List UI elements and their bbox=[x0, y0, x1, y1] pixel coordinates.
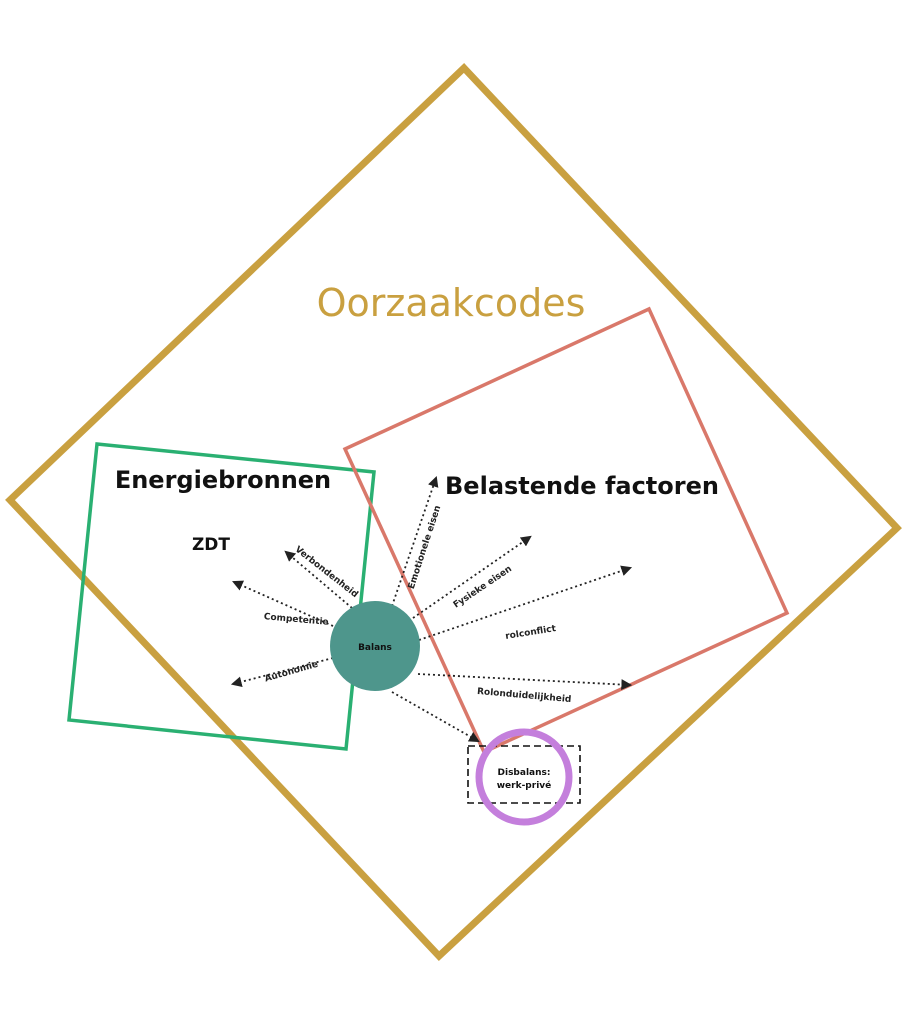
label-fysieke-eisen: Fysieke eisen bbox=[452, 564, 514, 610]
arrow-rolconflict bbox=[418, 565, 633, 641]
label-autonomie: Autonomie bbox=[264, 660, 320, 685]
balance-label: Balans bbox=[358, 643, 392, 653]
stress-square bbox=[342, 306, 790, 755]
energy-heading: Energiebronnen bbox=[115, 466, 331, 494]
label-verbondenheid: Verbondenheid bbox=[293, 545, 360, 600]
arrow-competentie bbox=[232, 580, 334, 627]
imbalance-ring bbox=[475, 728, 573, 826]
label-rolonduidelijkheid: Rolonduidelijkheid bbox=[477, 687, 572, 705]
imbalance-dashed-box bbox=[467, 745, 581, 804]
imbalance-label-line2: werk-privé bbox=[497, 780, 552, 791]
balance-node bbox=[330, 601, 420, 691]
imbalance-label-line1: Disbalans: bbox=[498, 768, 551, 778]
energy-square bbox=[67, 442, 376, 751]
outer-diamond bbox=[5, 63, 902, 961]
arrow-disbalans bbox=[391, 691, 480, 743]
arrow-rolonduidelijkheid bbox=[417, 673, 633, 690]
stress-heading: Belastende factoren bbox=[445, 472, 719, 500]
zdt-subheading: ZDT bbox=[192, 535, 230, 555]
arrow-fysieke-eisen bbox=[412, 535, 532, 619]
arrow-autonomie bbox=[230, 657, 334, 688]
label-emotionele-eisen: Emotionele eisen bbox=[407, 504, 443, 590]
label-rolconflict: rolconflict bbox=[505, 624, 558, 642]
arrows bbox=[230, 475, 633, 743]
diagram-title: Oorzaakcodes bbox=[317, 281, 586, 325]
label-competentie: Competentie bbox=[263, 612, 329, 628]
